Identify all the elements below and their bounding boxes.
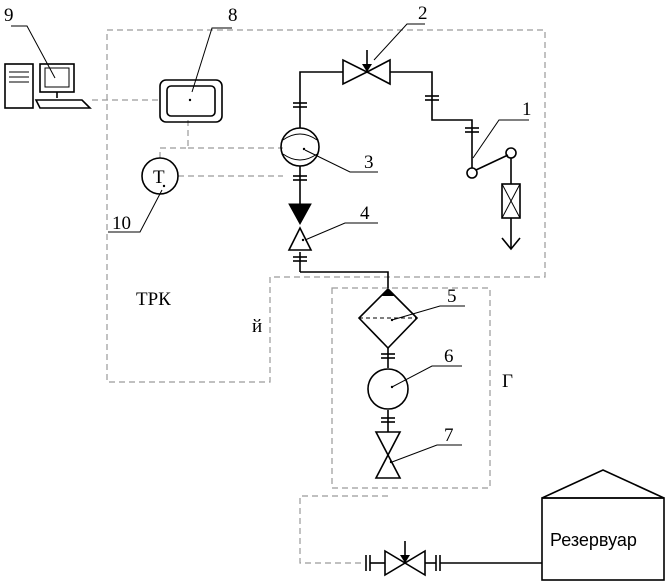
- pipeline: [293, 71, 542, 571]
- keyboard-icon: [34, 99, 92, 109]
- flowmeter-3: [280, 127, 320, 167]
- label-6: 6: [444, 346, 454, 367]
- pipe-right-branch: [390, 71, 473, 145]
- trk-label: ТРК: [136, 289, 171, 310]
- flowmeter-arc: [282, 133, 318, 141]
- reservoir: [541, 469, 665, 581]
- valve-left-triangle: [384, 549, 407, 577]
- nozzle-handle: [505, 147, 517, 159]
- label-5: 5: [447, 286, 457, 307]
- valve-2: [342, 50, 391, 86]
- nozzle-cross: [501, 183, 521, 219]
- nozzle-pivot: [466, 167, 478, 179]
- dot: [162, 184, 166, 188]
- controller-outer: [159, 79, 223, 123]
- pipe-left-riser: [299, 71, 343, 128]
- leader-1: [472, 119, 529, 159]
- check-valve-icon: [288, 203, 312, 226]
- flowmeter-circle: [280, 127, 320, 167]
- leader-6: [391, 365, 462, 388]
- nozzle-1: [466, 145, 521, 251]
- label-7: 7: [444, 425, 454, 446]
- leader-10: [108, 189, 163, 233]
- label-10: 10: [112, 213, 131, 234]
- dot: [390, 385, 394, 389]
- controller-to-thermometer-line: [159, 120, 189, 158]
- pump-circle: [367, 368, 409, 410]
- computer-9: [4, 63, 92, 109]
- leader-7: [391, 444, 462, 463]
- nozzle-lever: [475, 154, 509, 171]
- filter-5: [357, 287, 419, 350]
- label-1: 1: [522, 99, 532, 120]
- reservoir-label: Резервуар: [550, 530, 637, 550]
- module-boundary: [331, 287, 491, 489]
- trk-label-fragment: й: [252, 316, 262, 337]
- controller-8: [159, 79, 223, 123]
- valve-cone: [287, 226, 313, 251]
- dot: [390, 318, 394, 322]
- valve-right-triangle: [365, 58, 391, 86]
- bottom-dashed-line: [299, 495, 388, 564]
- leader-5: [391, 305, 465, 321]
- dot: [389, 460, 393, 464]
- leader-8: [191, 27, 232, 93]
- monitor-screen: [44, 67, 70, 88]
- label-4: 4: [360, 203, 370, 224]
- valve-left-triangle: [342, 58, 369, 86]
- label-8: 8: [228, 5, 238, 26]
- pipe-to-filter: [300, 271, 389, 288]
- valve-right-triangle: [403, 549, 426, 577]
- valve-upper-triangle: [374, 431, 402, 457]
- valve-7: [374, 431, 402, 479]
- pc-tower-icon: [4, 63, 34, 109]
- valve-4: [287, 203, 313, 251]
- flowmeter-arc: [282, 153, 318, 161]
- leader-9: [11, 25, 56, 79]
- dashed-lines: [92, 29, 546, 564]
- reservoir-roof: [541, 469, 665, 499]
- valve-arrow-icon: [400, 555, 410, 563]
- label-3: 3: [364, 152, 374, 173]
- label-2: 2: [418, 3, 428, 24]
- pump-6: [367, 368, 409, 410]
- dot: [188, 98, 192, 102]
- valve-arrow-icon: [362, 64, 372, 72]
- label-9: 9: [4, 5, 14, 26]
- module-label-fragment: Г: [502, 371, 513, 392]
- center-dots: [162, 98, 394, 464]
- controller-screen: [166, 85, 216, 117]
- dot: [302, 147, 306, 151]
- bottom-valve: [384, 541, 426, 577]
- trk-boundary: [106, 29, 546, 383]
- down-arrow-icon: [501, 237, 521, 251]
- valve-lower-triangle: [374, 453, 402, 479]
- filter-top-mark: [382, 288, 394, 296]
- leader-4: [304, 222, 378, 241]
- leader-2: [373, 23, 425, 61]
- leader-lines: [11, 23, 529, 463]
- reservoir-tank: [541, 497, 665, 581]
- dot: [301, 238, 305, 242]
- leader-3: [304, 149, 378, 173]
- thermometer-symbol: T: [153, 167, 165, 188]
- filter-diamond: [357, 287, 419, 350]
